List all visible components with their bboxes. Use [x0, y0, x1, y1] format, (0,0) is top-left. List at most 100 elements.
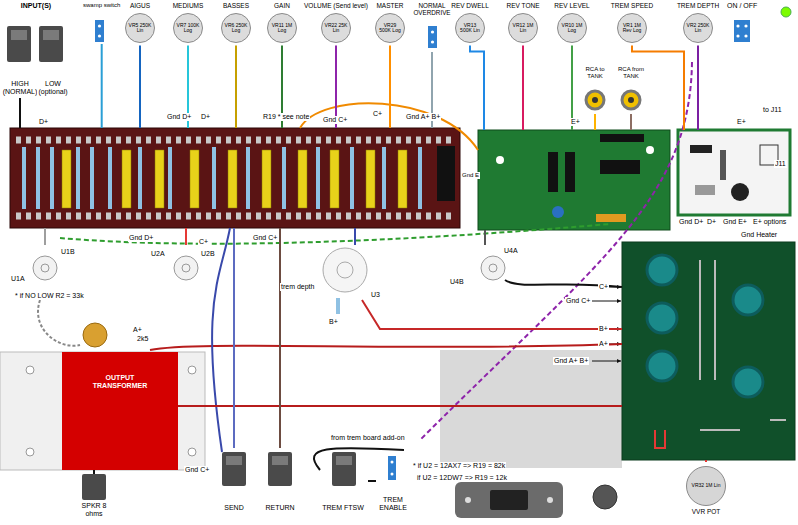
pot-label: REV TONE [506, 2, 541, 9]
jack-body [222, 452, 246, 486]
tube-socket-body [33, 256, 57, 280]
tube-socket-body [174, 256, 198, 280]
wire [60, 224, 610, 244]
iec-inlet [455, 482, 563, 518]
board-label: E+ [570, 118, 581, 126]
wire [705, 460, 707, 462]
toggle-switch-body [431, 40, 434, 43]
wire [38, 300, 80, 346]
input-jack-group: INPUT(S)HIGH (NORMAL)LOW (optional) [1, 2, 71, 100]
pot-label: REV LEVEL [553, 2, 590, 9]
annotation: Gnd D+ [128, 234, 154, 242]
pot-label: BASSES [222, 2, 250, 9]
tremolo-board [690, 145, 712, 153]
potentiometer: MASTERVR29 500K Log [373, 2, 407, 45]
input-jack-body [39, 26, 63, 62]
pot-value: VR7 100K Log [174, 23, 202, 34]
jack-body [272, 456, 288, 465]
potentiometer: REV TONE VR12 1M Lin [504, 2, 543, 45]
wire [484, 230, 486, 245]
part-label: LOW (optional) [37, 80, 69, 96]
power-supply-board [647, 351, 677, 381]
pot-body: VR2 250K Lin [683, 13, 713, 43]
rca-jack-body [586, 91, 640, 109]
turret-board [62, 150, 407, 208]
tremolo-board [678, 130, 790, 215]
annotation: * if U2 = 12AX7 => R19 = 82k [412, 462, 506, 470]
pot-value: VR29 500K Log [376, 23, 404, 34]
speaker-jack: SPKR 8 ohms [70, 474, 118, 520]
fuse-holder [593, 485, 617, 509]
potentiometer: GAINVR11 1M Log [265, 2, 299, 45]
annotation: if U2 = 12DW7 => R19 = 12k [416, 474, 508, 482]
toggle-switch-body [736, 34, 739, 37]
power-supply-board: Gnd Heater [622, 242, 795, 460]
pot-body: VR12 1M Lin [508, 13, 538, 43]
toggle-switch-body [428, 26, 437, 48]
part-label: RCA from TANK [614, 66, 648, 80]
part-label: RETURN [264, 504, 295, 512]
output-transformer-body [188, 366, 196, 374]
toggle-switch-body [95, 20, 104, 42]
heat-spreading-plate [440, 350, 622, 468]
wire [354, 228, 356, 245]
reverb-board [478, 130, 670, 230]
input-jack-body [43, 30, 59, 40]
wire [139, 46, 141, 129]
pilot-led [781, 7, 791, 17]
wire [470, 46, 484, 131]
turret-board [10, 128, 460, 228]
reverb-board [646, 146, 654, 154]
input-jack-body [11, 30, 27, 40]
pot-label: REV DWELL [450, 2, 490, 9]
tube-socket-body [323, 248, 367, 292]
send-jack: SEND [212, 448, 256, 514]
footswitch-jack: TREM FTSW [318, 448, 368, 514]
annotation: D+ [38, 118, 49, 126]
reverb-board [596, 214, 626, 222]
rca-jack-body [628, 97, 634, 103]
annotation: Gnd D+ [166, 113, 192, 121]
power-supply-board [733, 367, 763, 397]
annotation: to J11 [762, 106, 783, 114]
tube-label: U2B [200, 250, 216, 258]
toggle-switch-body [431, 30, 434, 33]
wire [389, 46, 391, 129]
part-label: RCA to TANK [578, 66, 612, 80]
annotation: trem depth [280, 283, 315, 291]
tube-socket-body [41, 264, 49, 272]
toggle-switch-body [734, 20, 750, 42]
annotation: from trem board add-on [330, 434, 406, 442]
output-transformer-body [26, 366, 34, 374]
wire [93, 470, 95, 474]
pot-label: VOLUME (Send level) [303, 2, 369, 9]
power-supply-board [622, 242, 795, 460]
pot-label: MEDIUMS [172, 2, 205, 9]
part-label: SEND [223, 504, 244, 512]
turret-board [10, 128, 460, 228]
jack-body [226, 456, 242, 465]
reverb-board [496, 156, 504, 164]
tube-socket-body [481, 256, 505, 280]
wire [233, 228, 235, 448]
tremolo-board [678, 130, 790, 215]
potentiometer: AIGUSVR5 250K Lin [123, 2, 157, 45]
power-supply-board [733, 285, 763, 315]
pot-value: VR5 250K Lin [126, 23, 154, 34]
part-label: HIGH (NORMAL) [2, 80, 39, 96]
rca-jack: RCA from TANK [614, 66, 648, 114]
tube-socket: U1AU1B [10, 245, 80, 290]
annotation: Gnd A+ B+ [553, 357, 589, 365]
toggle-switch-body [744, 34, 747, 37]
annotation: Gnd C+ [184, 466, 210, 474]
wire [632, 46, 684, 131]
pot-value: VR32 1M Lin [690, 483, 723, 489]
annotation: E+ options [752, 218, 787, 226]
wire [185, 228, 187, 245]
potentiometer: REV LEVELVR10 1M Log [551, 2, 592, 45]
toggle-switch-body [391, 473, 394, 476]
turret-board [437, 146, 455, 201]
potentiometer: TREM SPEEDVR1 1M Rev Log [608, 2, 656, 45]
annotation: D+ [706, 218, 717, 226]
capacitor [83, 323, 107, 347]
